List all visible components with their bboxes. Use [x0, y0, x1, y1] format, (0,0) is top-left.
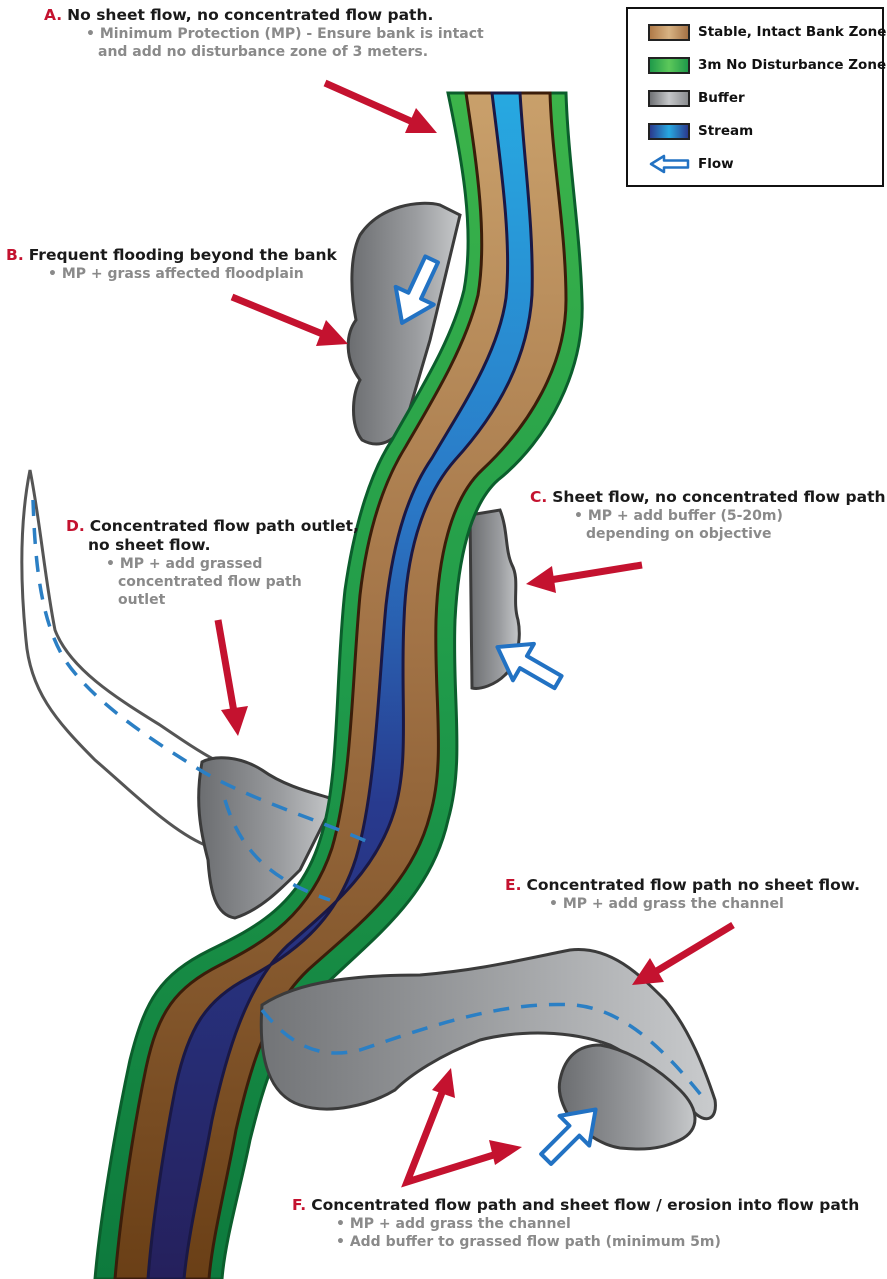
pointer-e-icon: [632, 925, 733, 985]
legend-item-stream: Stream: [648, 121, 753, 141]
annotation-a-line-2: and add no disturbance zone of 3 meters.: [44, 43, 484, 61]
pointer-f-icon: [407, 1068, 522, 1182]
annotation-f-title: Concentrated flow path and sheet flow / …: [311, 1196, 859, 1214]
annotation-d-line-3: outlet: [66, 591, 359, 609]
legend-label-green: 3m No Disturbance Zone: [698, 57, 886, 73]
pointer-c-icon: [526, 565, 642, 593]
annotation-d-title-2: no sheet flow.: [66, 536, 359, 555]
annotation-a-title-row: A. No sheet flow, no concentrated flow pa…: [44, 6, 484, 25]
annotation-f: F. Concentrated flow path and sheet flow …: [292, 1196, 859, 1251]
annotation-a-title: No sheet flow, no concentrated flow path…: [67, 6, 433, 24]
annotation-b-letter: B.: [6, 246, 24, 264]
flow-arrow-icon: [648, 154, 690, 174]
legend: Stable, Intact Bank Zone 3m No Disturban…: [626, 7, 884, 187]
annotation-b: B. Frequent flooding beyond the bank • MP…: [6, 246, 337, 283]
annotation-e-title-row: E. Concentrated flow path no sheet flow.: [505, 876, 860, 895]
brown-swatch: [648, 24, 690, 41]
annotation-d-line-2: concentrated flow path: [66, 573, 359, 591]
annotation-e-line-1: • MP + add grass the channel: [505, 895, 860, 913]
annotation-d: D. Concentrated flow path outlet, no shee…: [66, 517, 359, 609]
legend-item-bank: Stable, Intact Bank Zone: [648, 22, 886, 42]
annotation-d-line-1: • MP + add grassed: [66, 555, 359, 573]
annotation-e: E.Concentrated flow path no sheet flow. …: [505, 876, 860, 913]
legend-label-buffer: Buffer: [698, 90, 745, 106]
annotation-e-title: Concentrated flow path no sheet flow.: [526, 876, 860, 894]
annotation-c-title: Sheet flow, no concentrated flow path: [552, 488, 885, 506]
annotation-f-line-1: • MP + add grass the channel: [292, 1215, 859, 1233]
annotation-d-letter: D.: [66, 517, 85, 535]
annotation-a-letter: A.: [44, 6, 62, 24]
legend-item-buffer: Buffer: [648, 88, 745, 108]
annotation-e-letter: E.: [505, 876, 521, 894]
annotation-d-title-row: D. Concentrated flow path outlet,: [66, 517, 359, 536]
gray-swatch: [648, 90, 690, 107]
annotation-c-letter: C.: [530, 488, 547, 506]
legend-item-flow: Flow: [648, 154, 734, 174]
annotation-a: A. No sheet flow, no concentrated flow pa…: [44, 6, 484, 61]
annotation-b-title-row: B. Frequent flooding beyond the bank: [6, 246, 337, 265]
annotation-b-line-1: • MP + grass affected floodplain: [6, 265, 337, 283]
annotation-c: C.Sheet flow, no concentrated flow path …: [530, 488, 886, 543]
annotation-c-line-1: • MP + add buffer (5-20m): [530, 507, 886, 525]
blue-swatch: [648, 123, 690, 140]
legend-label-stream: Stream: [698, 123, 753, 139]
annotation-c-line-2: depending on objective: [530, 525, 886, 543]
annotation-f-line-2: • Add buffer to grassed flow path (minim…: [292, 1233, 859, 1251]
green-swatch: [648, 57, 690, 74]
annotation-d-title: Concentrated flow path outlet,: [90, 517, 359, 535]
pointer-b-icon: [232, 297, 348, 346]
annotation-f-letter: F.: [292, 1196, 306, 1214]
pointer-a-icon: [325, 83, 437, 133]
pointer-d-icon: [218, 620, 248, 736]
annotation-f-title-row: F. Concentrated flow path and sheet flow …: [292, 1196, 859, 1215]
legend-label-bank: Stable, Intact Bank Zone: [698, 24, 886, 40]
legend-label-flow: Flow: [698, 156, 734, 172]
annotation-c-title-row: C. Sheet flow, no concentrated flow path: [530, 488, 886, 507]
legend-item-green: 3m No Disturbance Zone: [648, 55, 886, 75]
annotation-b-title: Frequent flooding beyond the bank: [29, 246, 337, 264]
annotation-a-line-1: • Minimum Protection (MP) - Ensure bank …: [44, 25, 484, 43]
